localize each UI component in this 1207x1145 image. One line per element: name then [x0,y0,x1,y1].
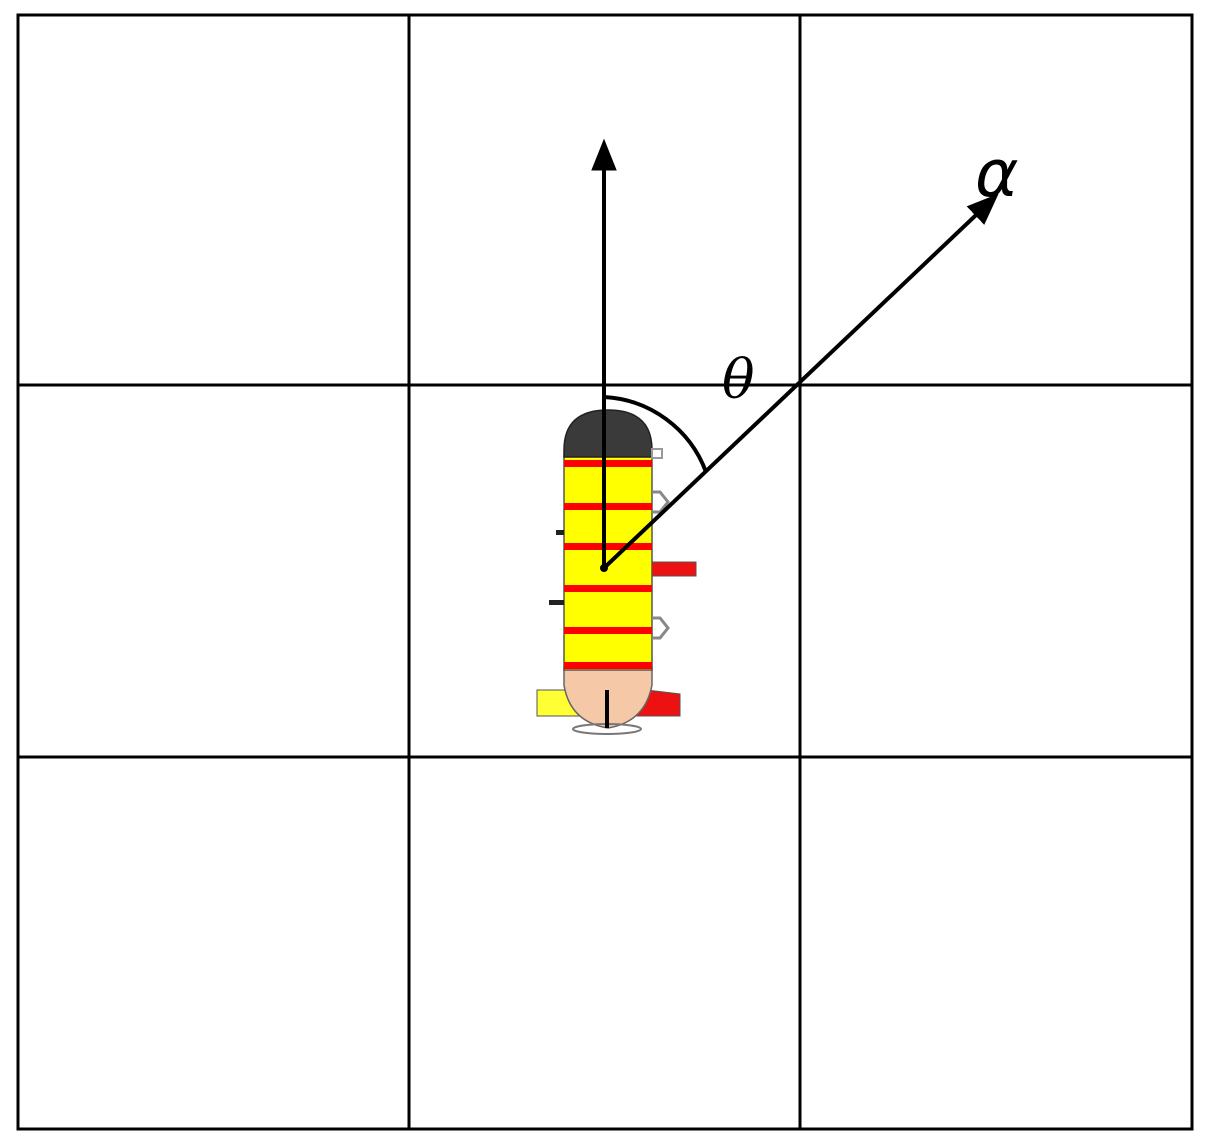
theta-label: θ [722,348,755,411]
target-vector-arrow [602,193,999,570]
theta-angle-arc [603,395,708,473]
vehicle-side-antenna-2 [549,600,564,605]
vehicle-side-antenna-1 [556,530,564,535]
vehicle-side-thruster [651,561,697,577]
grid-border [16,13,1194,1131]
vehicle-handle-bottom [652,616,670,640]
alpha-label: α [975,135,1019,212]
vehicle-band [564,627,652,634]
vehicle-band [564,503,652,510]
vehicle-band [564,460,652,467]
grid [16,13,1194,1131]
vehicle-nose-bracket [651,448,663,459]
vehicle-band [564,662,652,669]
vehicle-band [564,543,652,550]
vehicle-band [564,585,652,592]
vehicle-bands [564,460,652,669]
vehicle-handle-top [652,490,670,514]
vehicle-nose-cap [563,409,653,458]
underwater-vehicle-illustration [536,409,697,735]
